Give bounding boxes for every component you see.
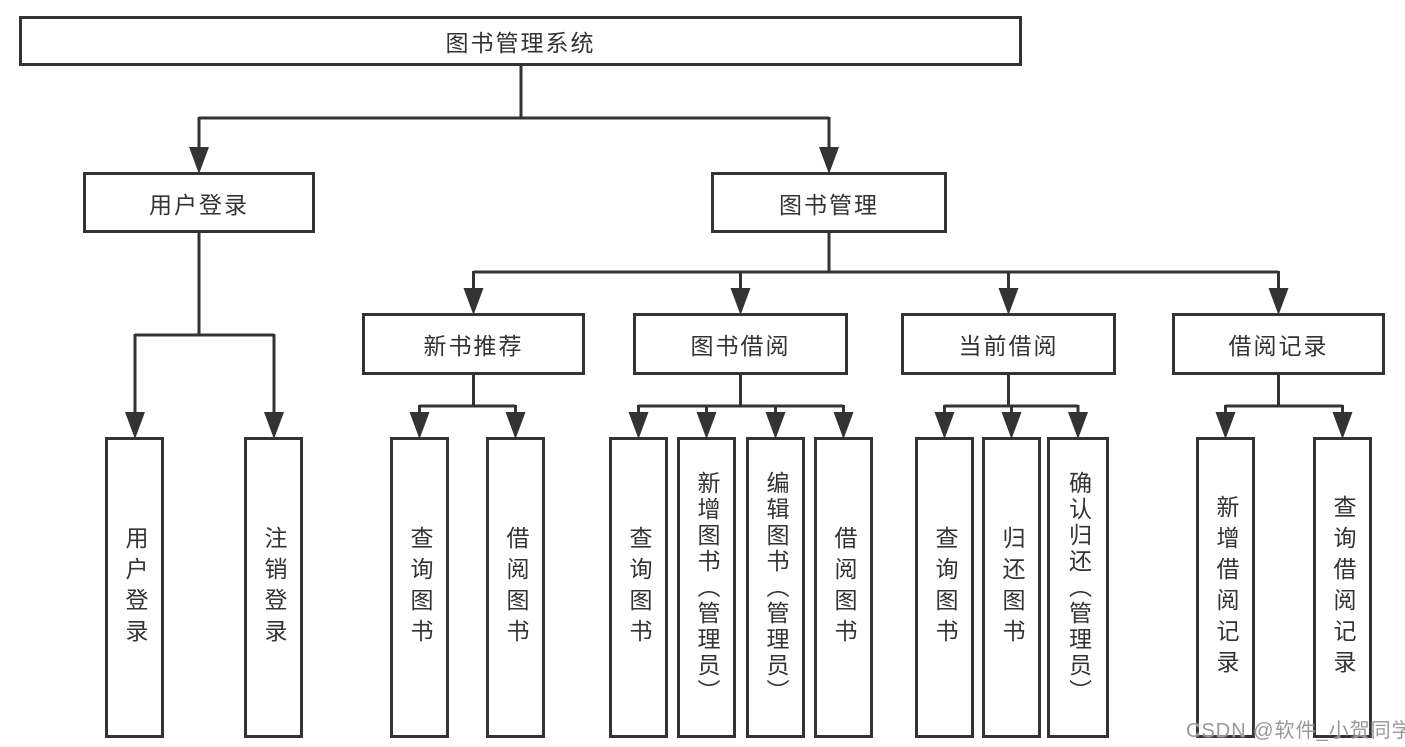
leaf-query-books-recommend-label: 查询图书	[407, 525, 433, 650]
node-new-book-recommend: 新书推荐	[362, 313, 585, 375]
leaf-query-books-current-label: 查询图书	[932, 525, 958, 650]
leaf-add-borrow-record: 新增借阅记录	[1196, 437, 1255, 738]
leaf-borrow-books-recommend: 借阅图书	[486, 437, 545, 738]
leaf-user-login: 用户登录	[105, 437, 164, 738]
leaf-return-books-label: 归还图书	[999, 525, 1025, 650]
node-book-borrowing-label: 图书借阅	[690, 333, 791, 359]
node-user-login-label: 用户登录	[149, 191, 249, 218]
leaf-user-login-label: 用户登录	[122, 525, 148, 650]
leaf-edit-books-admin: 编辑图书（管理员）	[746, 437, 805, 738]
node-book-management-label: 图书管理	[779, 191, 879, 218]
node-library-system: 图书管理系统	[19, 16, 1022, 66]
node-current-borrowing: 当前借阅	[901, 313, 1116, 375]
node-borrowing-records: 借阅记录	[1172, 313, 1385, 375]
leaf-borrow-books: 借阅图书	[814, 437, 873, 738]
watermark-text: CSDN @软件_小贺同学	[1186, 720, 1405, 742]
node-book-borrowing: 图书借阅	[633, 313, 848, 375]
leaf-add-books-admin: 新增图书（管理员）	[677, 437, 736, 738]
node-current-borrowing-label: 当前借阅	[958, 333, 1059, 359]
leaf-query-books-current: 查询图书	[915, 437, 974, 738]
leaf-query-borrow-record-label: 查询借阅记录	[1330, 494, 1356, 681]
node-new-book-recommend-label: 新书推荐	[423, 333, 524, 359]
leaf-query-borrow-record: 查询借阅记录	[1313, 437, 1372, 738]
node-book-management: 图书管理	[711, 172, 947, 233]
node-user-login: 用户登录	[83, 172, 315, 233]
leaf-borrow-books-recommend-label: 借阅图书	[503, 525, 529, 650]
leaf-confirm-return-admin: 确认归还（管理员）	[1047, 437, 1109, 738]
leaf-add-books-admin-label: 新增图书（管理员）	[694, 470, 720, 705]
leaf-return-books: 归还图书	[982, 437, 1041, 738]
node-library-system-label: 图书管理系统	[445, 30, 596, 56]
leaf-edit-books-admin-label: 编辑图书（管理员）	[763, 470, 789, 705]
leaf-logout-label: 注销登录	[261, 525, 287, 650]
node-borrowing-records-label: 借阅记录	[1228, 333, 1329, 359]
leaf-query-books-borrow-label: 查询图书	[626, 525, 652, 650]
leaf-logout: 注销登录	[244, 437, 303, 738]
leaf-query-books-borrow: 查询图书	[609, 437, 668, 738]
leaf-add-borrow-record-label: 新增借阅记录	[1213, 494, 1239, 681]
leaf-confirm-return-admin-label: 确认归还（管理员）	[1065, 470, 1092, 705]
leaf-borrow-books-label: 借阅图书	[831, 525, 857, 650]
leaf-query-books-recommend: 查询图书	[390, 437, 449, 738]
